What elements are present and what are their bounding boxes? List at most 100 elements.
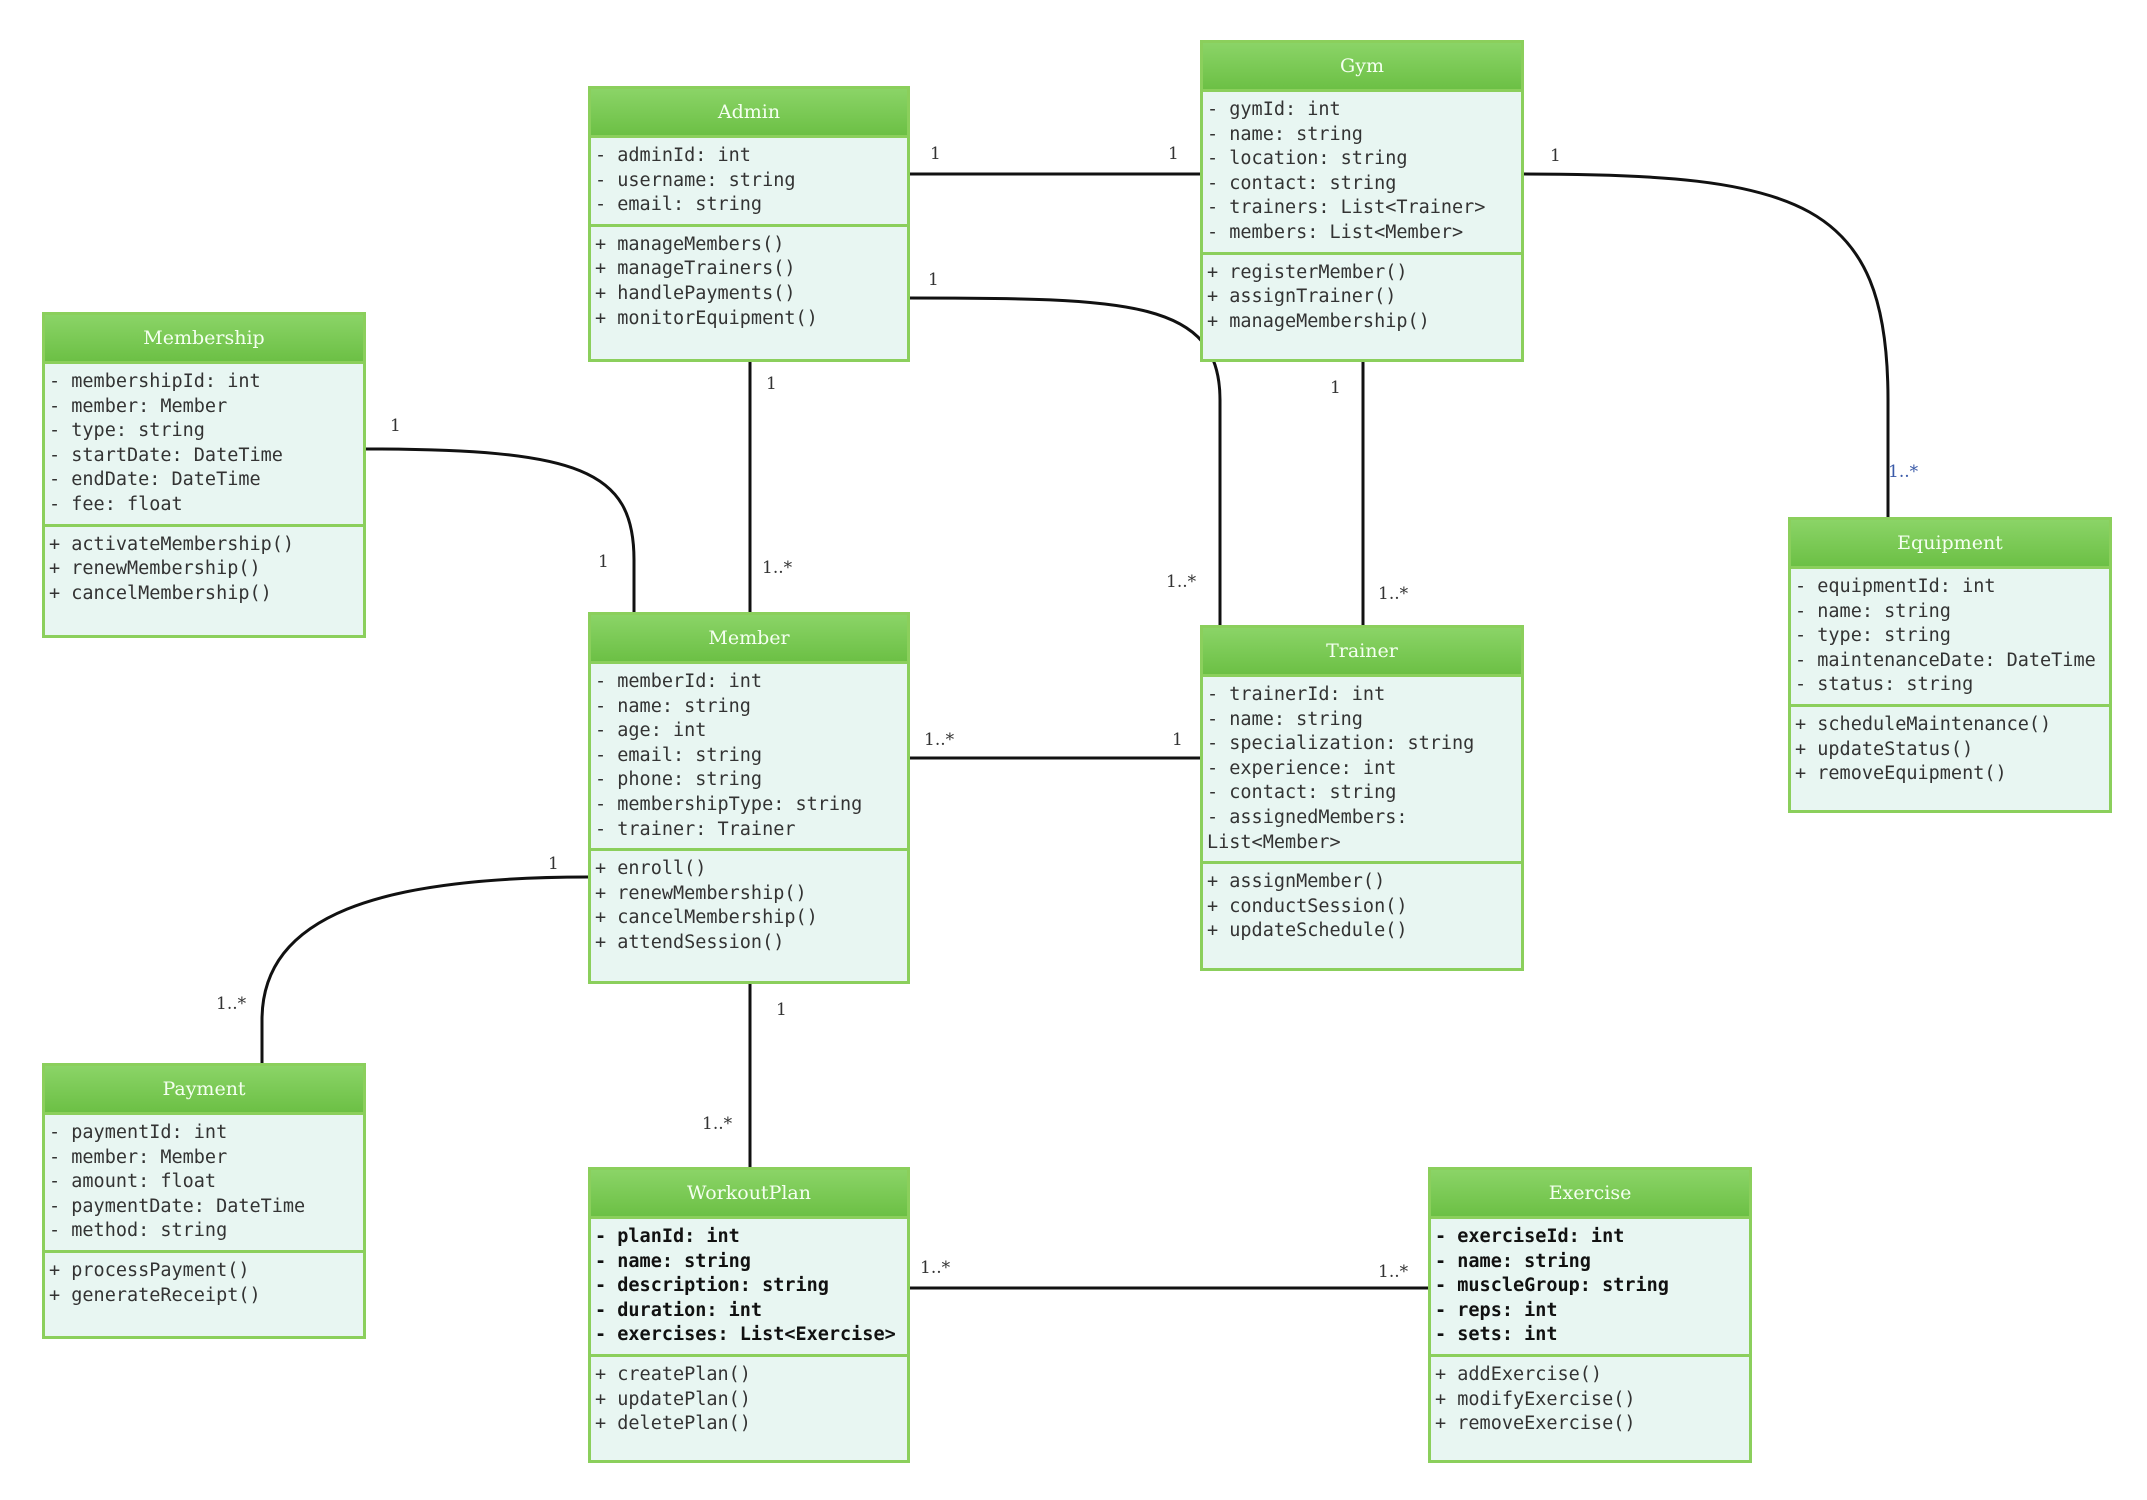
method: + activateMembership() [49, 533, 295, 555]
attribute: - memberId: int [595, 671, 763, 692]
mult-member-workoutplan-from: 1 [776, 1000, 787, 1020]
method: + manageMembership() [1207, 310, 1430, 332]
attribute: - gymId: int [1207, 99, 1341, 120]
mult-member-payment-from: 1 [548, 854, 559, 874]
mult-member-payment-to: 1..* [216, 994, 247, 1014]
mult-gym-trainer-from: 1 [1330, 378, 1341, 398]
mult-admin-member-to: 1..* [762, 558, 793, 578]
class-payment-attributes: - paymentId: int - member: Member - amou… [45, 1115, 363, 1253]
mult-gym-trainer-to: 1..* [1378, 584, 1409, 604]
attribute: - location: string [1207, 148, 1408, 170]
method: + updateStatus() [1795, 738, 1974, 760]
method: + conductSession() [1207, 895, 1408, 917]
attribute: - fee: float [49, 493, 183, 515]
class-trainer-attributes: - trainerId: int - name: string - specia… [1203, 677, 1521, 865]
attribute: - experience: int [1207, 757, 1397, 779]
attribute: - age: int [595, 720, 707, 742]
class-equipment-methods: + scheduleMaintenance() + updateStatus()… [1791, 707, 2109, 793]
class-workoutplan-methods: + createPlan() + updatePlan() + deletePl… [591, 1357, 907, 1443]
attribute: - email: string [595, 744, 763, 766]
method: + deletePlan() [595, 1413, 751, 1435]
method: + monitorEquipment() [595, 307, 818, 329]
mult-gym-equipment-from: 1 [1550, 146, 1561, 166]
class-workoutplan[interactable]: WorkoutPlan - planId: int - name: string… [588, 1167, 910, 1463]
attribute: - reps: int [1435, 1299, 1558, 1321]
attribute: - name: string [1207, 708, 1363, 730]
method: + scheduleMaintenance() [1795, 713, 2052, 735]
method: + manageMembers() [595, 233, 785, 255]
class-payment[interactable]: Payment - paymentId: int - member: Membe… [42, 1063, 366, 1339]
class-equipment[interactable]: Equipment - equipmentId: int - name: str… [1788, 517, 2112, 813]
class-exercise-attributes: - exerciseId: int - name: string - muscl… [1431, 1219, 1749, 1357]
attribute: - planId: int [595, 1226, 740, 1247]
class-admin-methods: + manageMembers() + manageTrainers() + h… [591, 227, 907, 337]
class-member[interactable]: Member - memberId: int - name: string - … [588, 612, 910, 984]
method: + handlePayments() [595, 282, 796, 304]
class-payment-methods: + processPayment() + generateReceipt() [45, 1253, 363, 1314]
attribute: - endDate: DateTime [49, 469, 261, 491]
attribute: - name: string [1795, 600, 1951, 622]
class-gym[interactable]: Gym - gymId: int - name: string - locati… [1200, 40, 1524, 362]
class-admin-attributes: - adminId: int - username: string - emai… [591, 138, 907, 227]
attribute: - trainers: List<Trainer> [1207, 197, 1486, 219]
method: + assignTrainer() [1207, 286, 1397, 308]
attribute: - email: string [595, 194, 763, 216]
method: + updateSchedule() [1207, 920, 1408, 942]
attribute: - assignedMembers: List<Member> [1207, 806, 1419, 853]
method: + removeExercise() [1435, 1413, 1636, 1435]
attribute: - name: string [595, 695, 751, 717]
attribute: - name: string [595, 1250, 751, 1272]
class-exercise-methods: + addExercise() + modifyExercise() + rem… [1431, 1357, 1749, 1443]
class-gym-methods: + registerMember() + assignTrainer() + m… [1203, 255, 1521, 341]
method: + modifyExercise() [1435, 1388, 1636, 1410]
mult-workoutplan-exercise-from: 1..* [920, 1258, 951, 1278]
mult-gym-equipment-to: 1..* [1888, 462, 1919, 482]
attribute: - type: string [1795, 625, 1951, 647]
mult-admin-gym-from: 1 [930, 144, 941, 164]
method: + attendSession() [595, 931, 785, 953]
attribute: - paymentId: int [49, 1122, 228, 1143]
method: + processPayment() [49, 1259, 250, 1281]
class-membership[interactable]: Membership - membershipId: int - member:… [42, 312, 366, 638]
mult-admin-trainer-to: 1..* [1166, 572, 1197, 592]
class-membership-title: Membership [45, 315, 363, 364]
attribute: - member: Member [49, 395, 228, 417]
attribute: - name: string [1207, 123, 1363, 145]
attribute: - sets: int [1435, 1324, 1558, 1346]
attribute: - type: string [49, 420, 205, 442]
attribute: - method: string [49, 1220, 228, 1242]
attribute: - membershipType: string [595, 793, 863, 815]
class-member-title: Member [591, 615, 907, 664]
method: + removeEquipment() [1795, 763, 2007, 785]
class-trainer-methods: + assignMember() + conductSession() + up… [1203, 864, 1521, 950]
mult-admin-gym-to: 1 [1168, 144, 1179, 164]
class-exercise[interactable]: Exercise - exerciseId: int - name: strin… [1428, 1167, 1752, 1463]
class-membership-attributes: - membershipId: int - member: Member - t… [45, 364, 363, 527]
class-workoutplan-title: WorkoutPlan [591, 1170, 907, 1219]
class-admin-title: Admin [591, 89, 907, 138]
edge-member-payment [260, 875, 589, 1063]
class-payment-title: Payment [45, 1066, 363, 1115]
mult-member-workoutplan-to: 1..* [702, 1114, 733, 1134]
attribute: - startDate: DateTime [49, 444, 283, 466]
class-gym-attributes: - gymId: int - name: string - location: … [1203, 92, 1521, 255]
method: + assignMember() [1207, 871, 1386, 893]
mult-membership-member-to: 1 [598, 552, 609, 572]
method: + cancelMembership() [595, 907, 818, 929]
class-gym-title: Gym [1203, 43, 1521, 92]
attribute: - status: string [1795, 674, 1974, 696]
attribute: - contact: string [1207, 782, 1397, 804]
attribute: - username: string [595, 169, 796, 191]
attribute: - contact: string [1207, 172, 1397, 194]
edge-admin-trainer [907, 296, 1222, 625]
method: + updatePlan() [595, 1388, 751, 1410]
class-trainer[interactable]: Trainer - trainerId: int - name: string … [1200, 625, 1524, 971]
class-exercise-title: Exercise [1431, 1170, 1749, 1219]
mult-admin-trainer-from: 1 [928, 270, 939, 290]
edge-membership-member [363, 447, 636, 612]
class-admin[interactable]: Admin - adminId: int - username: string … [588, 86, 910, 362]
class-membership-methods: + activateMembership() + renewMembership… [45, 527, 363, 613]
method: + renewMembership() [49, 558, 261, 580]
attribute: - members: List<Member> [1207, 221, 1464, 243]
